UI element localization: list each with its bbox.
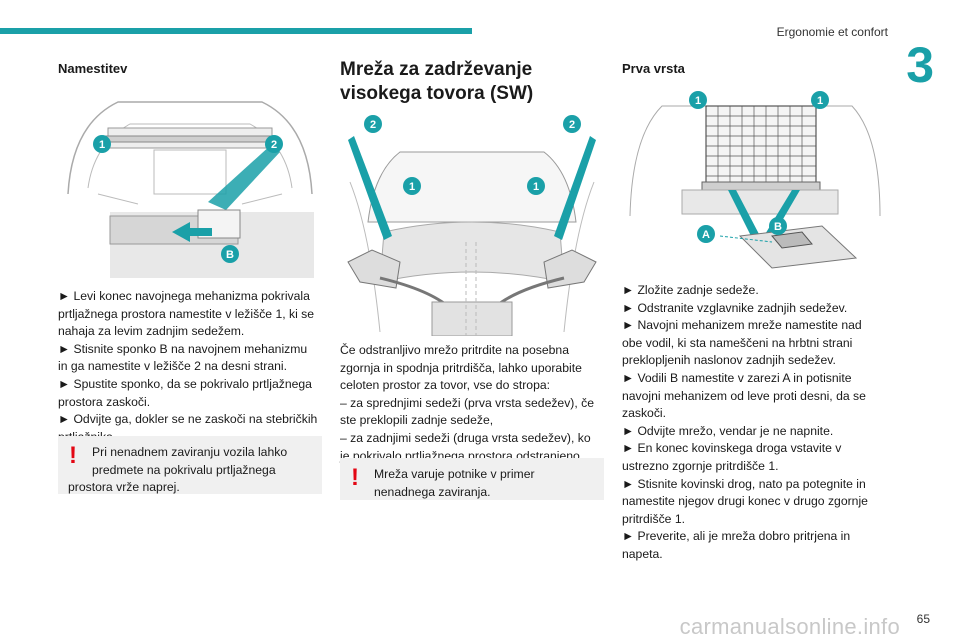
instruction-line: ► Levi konec navojnega mehanizma pokriva… [58, 289, 310, 303]
description-line: celoten prostor za tovor, vse do stropa: [340, 378, 551, 393]
page-number: 65 [916, 612, 930, 626]
instruction-line: ► Zložite zadnje sedeže. [622, 283, 759, 297]
instruction-line: pritrdišče 1. [622, 511, 685, 526]
label-b-text: B [774, 221, 782, 233]
label-1-right-badge [527, 177, 545, 195]
chapter-number: 3 [906, 37, 934, 93]
instruction-line: napeta. [622, 546, 663, 561]
label-2-badge [265, 135, 283, 153]
warning-line: prostora vrže naprej. [68, 480, 180, 495]
instruction-line: prtljažnega prostora namestite v ležišče… [58, 306, 315, 321]
section-title: Ergonomie et confort [776, 25, 888, 39]
instruction-line: zaskoči. [622, 406, 667, 421]
warning-line: nenadnega zaviranja. [374, 484, 491, 499]
label-1-badge [93, 135, 111, 153]
instruction-line: ► Odvijte ga, dokler se ne zaskoči na st… [58, 412, 318, 427]
label-2-text: 2 [271, 139, 277, 151]
heading-first-row: Prva vrsta [622, 61, 685, 76]
figure-first-row-net: 1 1 A B [622, 86, 886, 274]
description-line: – za zadnjimi sedeži (druga vrsta sedeže… [340, 430, 591, 445]
label-b-badge [769, 217, 787, 235]
instruction-line: ► Preverite, ali je mreža dobro pritrjen… [622, 529, 851, 544]
instruction-line: ► Odstranite vzglavnike zadnjih sedežev. [622, 300, 848, 315]
instruction-line: navojni mehanizem od leve proti desni, d… [622, 388, 866, 403]
warning-icon: ! [351, 464, 359, 491]
description-line: ste preklopili zadnje sedeže, [340, 413, 494, 428]
label-b-badge [221, 245, 239, 263]
figure-cargo-net-anchors: 2 2 1 1 [340, 112, 604, 336]
label-1-left-badge [689, 91, 707, 109]
warning-line: Mreža varuje potnike v primer [374, 467, 535, 481]
first-row-instructions: ► Zložite zadnje sedeže. ► Odstranite vz… [622, 282, 886, 564]
cargo-net-illustration: 2 2 1 1 [347, 115, 597, 336]
cover-installation-illustration: 1 2 B [67, 101, 314, 278]
cargo-net-description: Če odstranljivo mrežo pritrdite na poseb… [340, 342, 604, 465]
label-a-badge [697, 225, 715, 243]
description-line: – za sprednjimi sedeži (prva vrsta sedež… [340, 395, 595, 410]
instruction-line: obe vodil, ki sta nameščeni na hrbtni st… [622, 335, 853, 350]
instruction-line: ► Navojni mehanizem mreže namestite nad [622, 318, 862, 333]
label-2-left-badge [364, 115, 382, 133]
label-1-left-badge [403, 177, 421, 195]
figure-cover-installation: 1 2 B [58, 84, 322, 280]
label-1-right-badge [811, 91, 829, 109]
description-line: zgornja in spodnja pritrdišča, lahko upo… [340, 360, 582, 375]
label-1-right-text: 1 [817, 95, 823, 107]
instruction-line: preklopljenih naslonov zadnjih sedežev. [622, 353, 836, 368]
label-1-left-text: 1 [409, 181, 415, 193]
label-2-left-text: 2 [370, 119, 376, 131]
label-1-right-text: 1 [533, 181, 539, 193]
instruction-line: namestite njegov drugi konec v drugo zgo… [622, 494, 868, 509]
heading-cargo-net: Mreža za zadrževanje visokega tovora (SW… [340, 58, 533, 106]
instruction-line: in ga namestite v ležišče 2 na desni str… [58, 359, 287, 374]
instruction-line: ► En konec kovinskega droga vstavite v [622, 441, 842, 456]
label-2-right-badge [563, 115, 581, 133]
header-accent-bar [0, 28, 472, 34]
label-a-text: A [702, 229, 710, 241]
instruction-line: prostora zaskoči. [58, 394, 151, 409]
heading-line-2: visokega tovora (SW) [340, 83, 534, 104]
instruction-line: nahaja za levim zadnjim sedežem. [58, 324, 245, 339]
heading-installation: Namestitev [58, 61, 128, 76]
warning-icon: ! [69, 442, 77, 469]
label-1-left-text: 1 [695, 95, 701, 107]
first-row-net-illustration: 1 1 A B [629, 91, 881, 269]
warning-line: predmete na pokrivalu prtljažnega [92, 462, 276, 477]
label-2-right-text: 2 [569, 119, 575, 131]
instruction-line: ► Stisnite sponko B na navojnem mehanizm… [58, 341, 308, 356]
instruction-line: ► Vodili B namestite v zarezi A in potis… [622, 370, 852, 385]
instruction-line: ustrezno zgornje pritrdišče 1. [622, 458, 779, 473]
warning-box-net: ! Mreža varuje potnike v primer nenadneg… [340, 458, 604, 500]
label-b-text: B [226, 249, 234, 261]
warning-line: Pri nenadnem zaviranju vozila lahko [92, 445, 288, 459]
label-1-text: 1 [99, 139, 105, 151]
instruction-line: ► Odvijte mrežo, vendar je ne napnite. [622, 423, 834, 438]
instruction-line: ► Stisnite kovinski drog, nato pa potegn… [622, 476, 866, 491]
watermark: carmanualsonline.info [679, 614, 900, 639]
instruction-line: ► Spustite sponko, da se pokrivalo prtlj… [58, 376, 312, 391]
heading-line-1: Mreža za zadrževanje [340, 59, 533, 80]
warning-box-braking: ! Pri nenadnem zaviranju vozila lahko pr… [58, 436, 322, 494]
installation-instructions: ► Levi konec navojnega mehanizma pokriva… [58, 288, 322, 446]
description-line: Če odstranljivo mrežo pritrdite na poseb… [340, 343, 569, 357]
